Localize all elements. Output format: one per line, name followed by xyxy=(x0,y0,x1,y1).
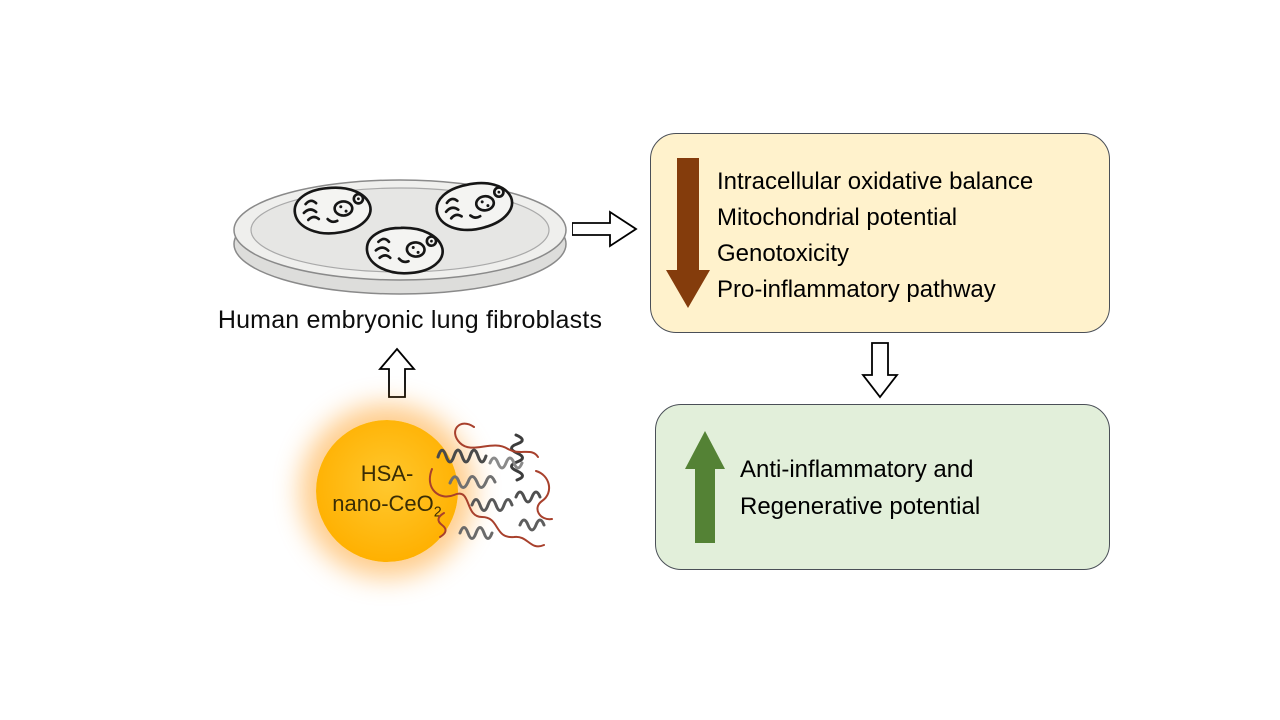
effects-box: Intracellular oxidative balance Mitochon… xyxy=(650,133,1110,333)
effects-line: Pro-inflammatory pathway xyxy=(717,276,996,303)
nanoparticle-label-subscript: 2 xyxy=(433,504,442,521)
decrease-arrow-icon xyxy=(666,158,710,308)
right-arrow-icon xyxy=(572,210,638,248)
nanoparticle-label-line2: nano-CeO xyxy=(332,491,434,516)
fibroblast-cell-icon xyxy=(293,186,372,235)
effects-line: Genotoxicity xyxy=(717,240,850,267)
down-arrow-icon xyxy=(861,342,899,399)
nanoparticle-label: HSA- nano-CeO2 xyxy=(332,459,441,522)
increase-arrow-icon xyxy=(685,431,725,543)
petri-dish-label: Human embryonic lung fibroblasts xyxy=(217,306,603,334)
nanoparticle-label-line1: HSA- xyxy=(360,461,414,487)
effects-box-text: Intracellular oxidative balance Mitochon… xyxy=(717,164,1033,308)
outcome-box: Anti-inflammatory and Regenerative poten… xyxy=(655,404,1110,570)
outcome-line: Anti-inflammatory and xyxy=(740,456,974,483)
protein-structure-icon xyxy=(429,422,553,548)
petri-dish-illustration xyxy=(233,178,567,295)
outcome-line: Regenerative potential xyxy=(740,493,981,520)
effects-line: Intracellular oxidative balance xyxy=(717,168,1034,195)
up-arrow-icon xyxy=(378,347,416,398)
outcome-box-text: Anti-inflammatory and Regenerative poten… xyxy=(740,451,980,525)
effects-line: Mitochondrial potential xyxy=(717,204,958,231)
